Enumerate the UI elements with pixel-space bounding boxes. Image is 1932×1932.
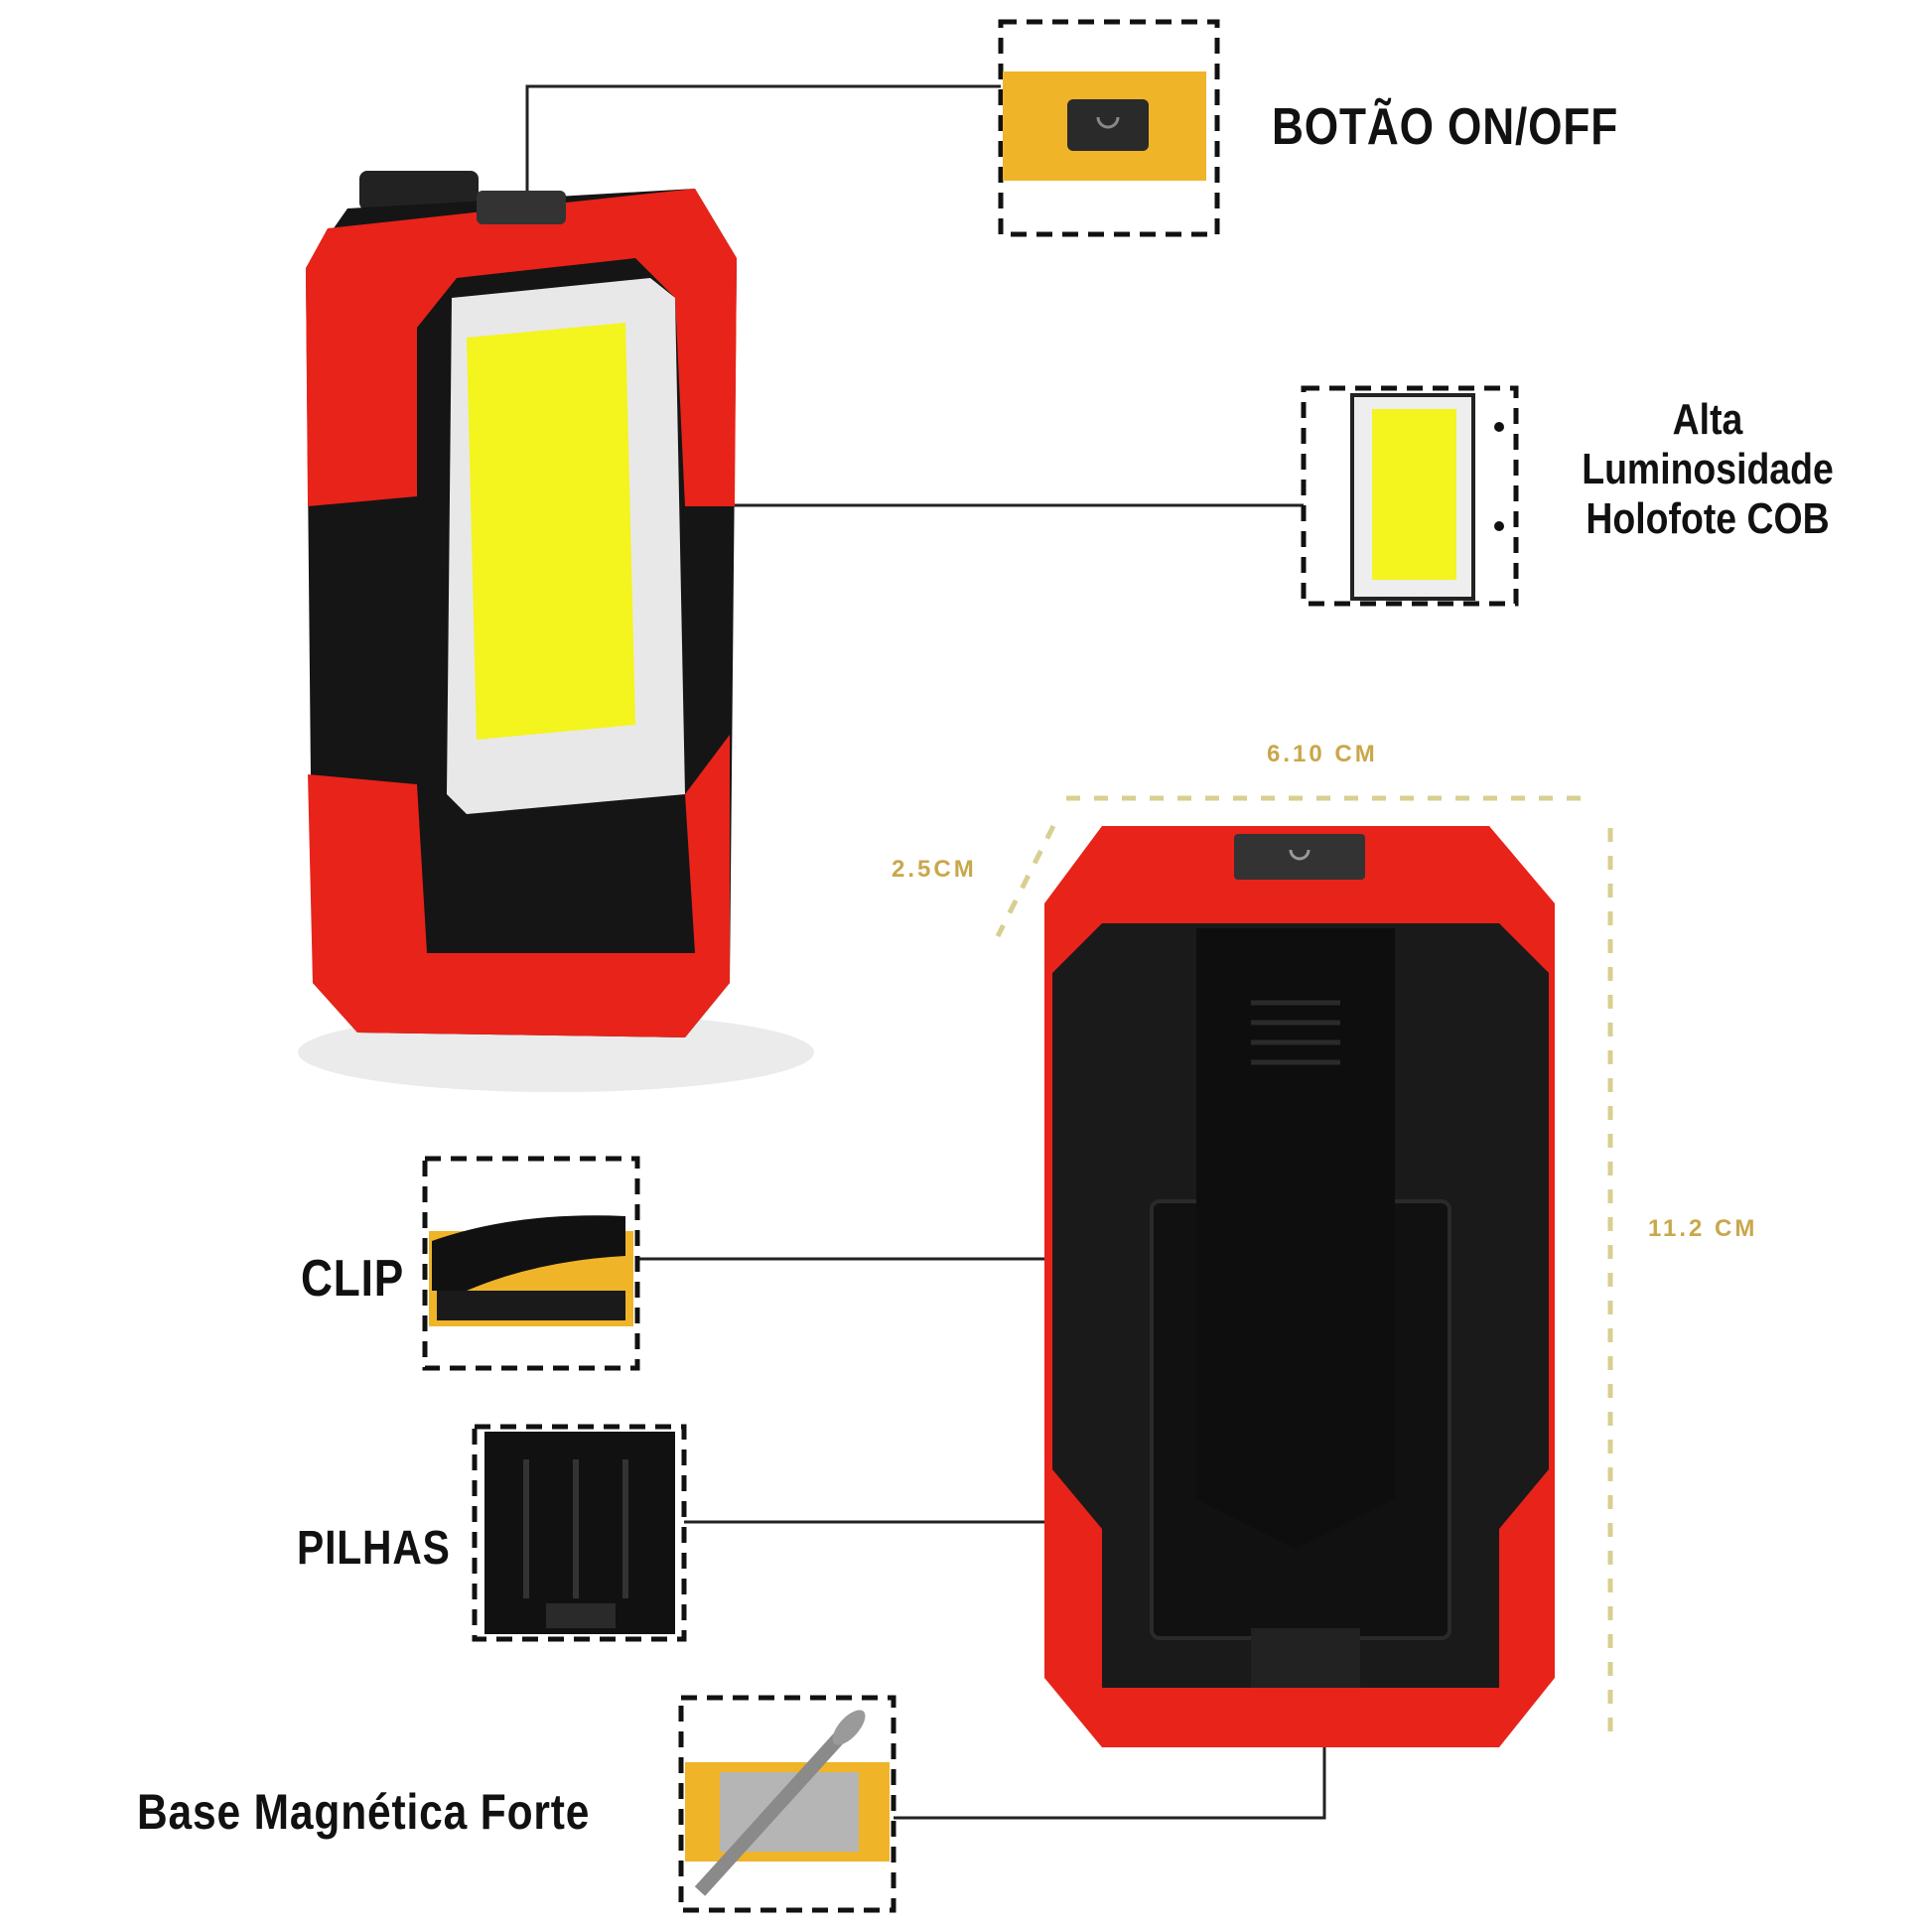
cob-label-line: Holofote COB bbox=[1586, 494, 1830, 543]
batteries-callout-image bbox=[472, 1424, 687, 1642]
lamp-back bbox=[1044, 826, 1555, 1747]
magnet-label: Base Magnética Forte bbox=[137, 1784, 591, 1840]
cob-label: Alta Luminosidade Holofote COB bbox=[1549, 395, 1866, 544]
button-label: BOTÃO ON/OFF bbox=[1272, 98, 1619, 156]
dimension-lines bbox=[995, 795, 1613, 1737]
button-callout-image bbox=[998, 19, 1220, 237]
cob-label-line: Luminosidade bbox=[1582, 445, 1834, 493]
power-icon bbox=[1096, 116, 1120, 129]
height-dimension: 11.2 CM bbox=[1648, 1215, 1758, 1242]
clip-callout-image bbox=[422, 1156, 640, 1371]
connector-lines bbox=[525, 84, 1326, 1820]
cob-label-line: Alta bbox=[1672, 395, 1743, 444]
depth-dimension: 2.5CM bbox=[892, 856, 977, 883]
power-icon bbox=[1289, 849, 1311, 861]
batteries-label: PILHAS bbox=[297, 1522, 451, 1575]
magnet-callout-image bbox=[678, 1695, 897, 1913]
clip-label: CLIP bbox=[301, 1250, 405, 1308]
lamp-front bbox=[298, 171, 814, 1092]
width-dimension: 6.10 CM bbox=[1267, 741, 1378, 767]
cob-callout-image bbox=[1301, 385, 1519, 607]
